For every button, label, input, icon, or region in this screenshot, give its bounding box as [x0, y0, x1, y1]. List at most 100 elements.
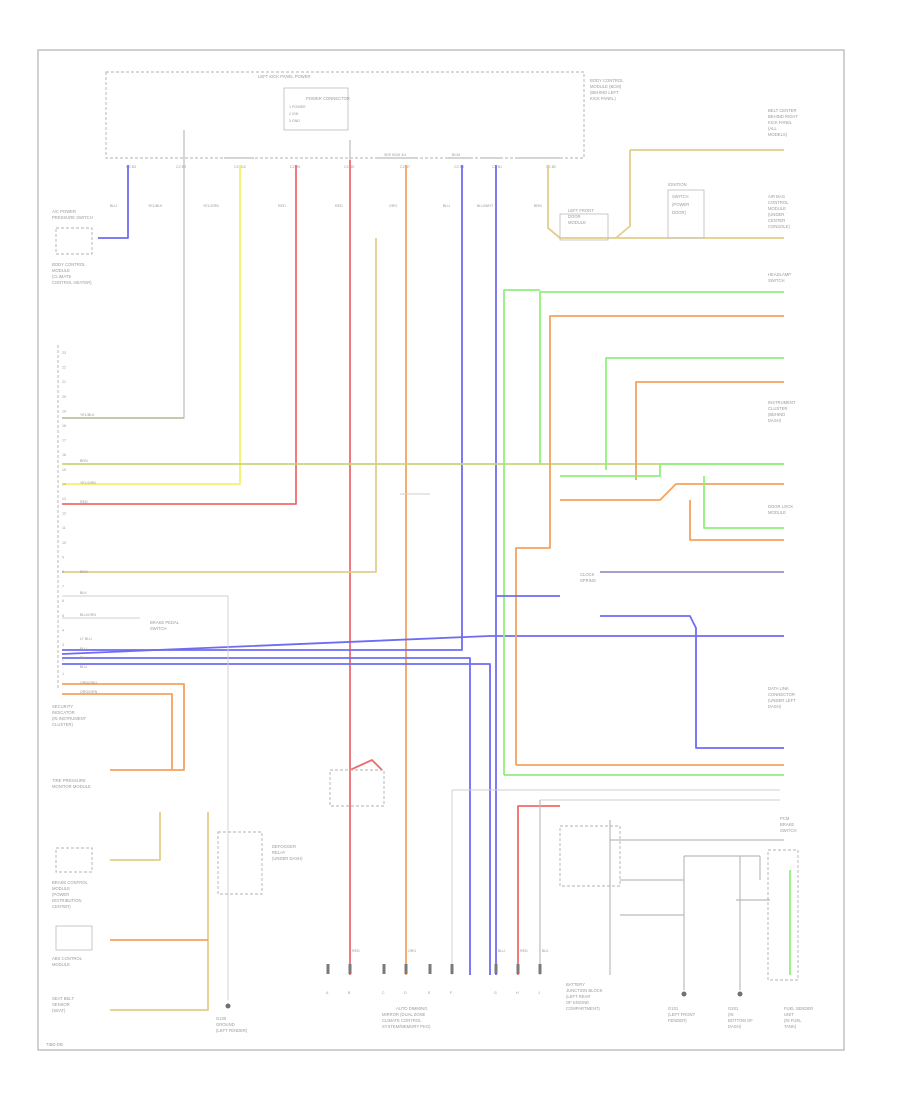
left-front-door-1: LEFT FRONT	[568, 208, 594, 213]
left-pin-number: 4	[62, 628, 64, 632]
ground-g100-icon	[225, 1003, 231, 1009]
ac-switch-box	[55, 227, 93, 255]
left-pin-number: 10	[62, 541, 66, 545]
gray-wire-bcm-left	[62, 130, 185, 419]
ground-junction-box	[217, 831, 263, 895]
wire-red-left	[62, 165, 297, 505]
junction-block-4: OF ENGINE	[566, 1000, 589, 1005]
brake-pedal-2: SWITCH	[150, 626, 167, 631]
bottom-pin-terminal	[516, 964, 520, 974]
left-wire-label-1: YEL/BLK	[80, 413, 95, 417]
brake-relay-2: RELAY	[272, 850, 286, 855]
wire-blue-acswitch	[98, 165, 129, 239]
wire-blue-center	[62, 165, 463, 651]
bottom-pin-terminal	[450, 964, 454, 974]
bottom-pin-label: J	[538, 991, 540, 995]
upper-pin-7: C2 B4	[454, 165, 464, 169]
security-note-3: (IN INSTRUMENT	[52, 716, 87, 721]
fuel-sender-box	[767, 849, 799, 981]
bottom-pin-label: A	[326, 991, 329, 995]
instrument-cluster-4: DASH)	[768, 418, 782, 423]
left-wire-label-10: BLU	[80, 656, 87, 660]
wire-orange-left-2	[62, 693, 173, 770]
data-link-2: CONNECTOR	[768, 692, 795, 697]
center-module-3: CLIMATE CONTROL	[382, 1018, 422, 1023]
ignition-switch-box	[667, 189, 705, 239]
clock-spring-1: CLOCK	[580, 572, 595, 577]
left-pin-number: 8	[62, 570, 64, 574]
ac-switch-label-1: A/C POWER	[52, 209, 76, 214]
door-lock-2: MODULE	[768, 510, 786, 515]
bottom-wire-tag: BLU	[498, 949, 505, 953]
tire-pressure-1: TIRE PRESSURE	[52, 778, 86, 783]
bottom-pin-terminal	[382, 964, 386, 974]
left-pin-number: 3	[62, 643, 64, 647]
abs-control-1: ABS CONTROL	[52, 956, 83, 961]
footer-code: TIBD-DB	[46, 1042, 63, 1047]
belt-center-3: KICK PANEL	[768, 120, 793, 125]
wire-tan-bcm-v	[615, 150, 631, 239]
security-note-1: SECURITY	[52, 704, 73, 709]
wire-blue-lower	[600, 615, 784, 749]
upper-wire-1: BLU	[110, 204, 117, 208]
upper-wire-9: BRN	[534, 204, 542, 208]
upper-wire-3: YEL/GRN	[203, 204, 219, 208]
upper-pin-2: C2 B8	[176, 165, 186, 169]
instrument-cluster-1: INSTRUMENT	[768, 400, 796, 405]
seat-switch-1: SEAT BELT	[52, 996, 74, 1001]
pcm-group-1: PCM	[780, 816, 790, 821]
brake-relay-3: (UNDER DASH)	[272, 856, 303, 861]
brake-control-1: BRAKE CONTROL	[52, 880, 89, 885]
brake-control-box	[55, 847, 93, 873]
ground-g201-2: (IN	[728, 1012, 734, 1017]
wire-tan-top	[547, 165, 784, 239]
upper-wire-4: RED	[278, 204, 286, 208]
ac-module-3: (CLIMATE	[52, 274, 71, 279]
left-pin-number: 2	[62, 658, 64, 662]
ground-g201-4: DASH)	[728, 1024, 742, 1029]
left-wire-label-13: ORG/GRN	[80, 690, 98, 694]
brake-relay-1: DEFOGGER	[272, 844, 296, 849]
belt-center-4: (ALL	[768, 126, 778, 131]
airbag-module-6: CONSOLE)	[768, 224, 790, 229]
left-wire-label-12: GRN/ORG	[80, 681, 97, 685]
wire-green-4	[560, 463, 784, 477]
brake-pedal-1: BRAKE PEDAL	[150, 620, 180, 625]
left-wire-label-4: RED	[80, 500, 88, 504]
upper-pin-row: C2 B3 C2 B8 C2 B12 C2 B9 C2 B5 C2 B7 C2 …	[110, 165, 556, 208]
left-pin-number: 15	[62, 468, 66, 472]
bottom-pin-label: C	[382, 991, 385, 995]
top-module: LEFT KICK PANEL POWER POWER CONNECTOR 1 …	[105, 71, 624, 159]
headlamp-switch-2: SWITCH	[768, 278, 785, 283]
top-module-note-2: MODULE (BCM)	[590, 84, 622, 89]
left-side: A/C POWER PRESSURE SWITCH BODY CONTROL M…	[52, 209, 303, 1033]
right-side: BELT CENTER BEHIND RIGHT KICK PANEL (ALL…	[559, 108, 798, 833]
belt-center-5: MODELS)	[768, 132, 788, 137]
left-pin-number: 5	[62, 614, 64, 618]
power-connector-pin-3: 3 GND	[289, 119, 300, 123]
diagram-frame	[37, 49, 845, 1051]
bottom-pin-terminal	[494, 964, 498, 974]
wire-orange-left-1	[62, 683, 185, 771]
bottom-pin-terminal	[428, 964, 432, 974]
data-link-3: (UNDER LEFT	[768, 698, 796, 703]
top-module-box	[105, 71, 585, 159]
bottom-pin-label: B	[348, 991, 351, 995]
left-wire-label-8: LT BLU	[80, 637, 92, 641]
bottom-pin-label: D	[404, 991, 407, 995]
gray-wires	[62, 130, 784, 1000]
bottom-pin-label: H	[516, 991, 519, 995]
wire-orange-5	[689, 500, 784, 541]
power-connector-label: POWER CONNECTOR	[306, 96, 350, 101]
left-front-door-box	[559, 213, 609, 241]
airbag-module-1: AIR BAG	[768, 194, 785, 199]
instrument-cluster-3: (BEHIND	[768, 412, 785, 417]
left-wire-label-9: BLU	[80, 647, 87, 651]
wire-orange-3	[635, 381, 784, 480]
center-module-2: MIRROR (DUAL ZONE	[382, 1012, 426, 1017]
upper-pin-9: C2 B2	[546, 165, 556, 169]
wire-green-5	[703, 476, 784, 529]
